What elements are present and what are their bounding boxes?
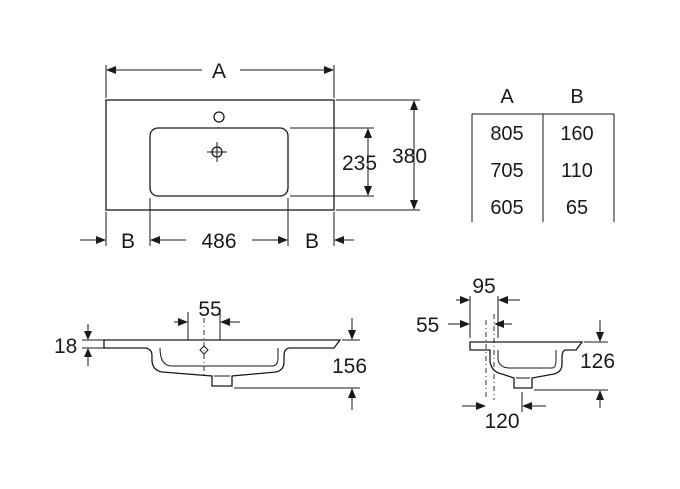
table-cell: 110 [561,160,593,182]
top-view: A 380 235 B 486 B [80,60,427,253]
dimension-486-label: 486 [201,230,236,253]
basin-outline [105,99,335,211]
table-cell: 65 [566,197,588,219]
front-section: 18 55 156 [54,298,367,410]
table-cell: 705 [490,160,523,182]
front-section-rim [103,339,342,387]
dimension-235-label: 235 [342,152,377,175]
dimension-b-left-label: B [121,230,135,253]
dimension-b-right-label: B [305,230,319,253]
dimension-18-label: 18 [54,335,77,358]
table-cell: 160 [560,123,593,145]
table-cell: 605 [490,197,523,219]
dimension-126-label: 126 [580,350,615,373]
table-cell: 805 [490,123,523,145]
dimension-380-label: 380 [392,145,427,168]
dimension-55-side-label: 55 [416,314,439,337]
dimension-156-label: 156 [332,355,367,378]
bowl-outline [149,127,289,197]
table-header-a: A [500,86,514,108]
side-section: 95 55 126 120 [416,275,615,433]
dimension-120-label: 120 [484,410,519,433]
dimension-55-front-label: 55 [198,298,221,321]
dimension-a-label: A [212,60,226,83]
side-section-profile [469,341,584,389]
dimension-95-label: 95 [472,275,495,298]
tap-hole [213,111,225,123]
table-header-b: B [570,86,583,108]
size-table: A B 805 160 705 110 605 65 [471,86,615,222]
